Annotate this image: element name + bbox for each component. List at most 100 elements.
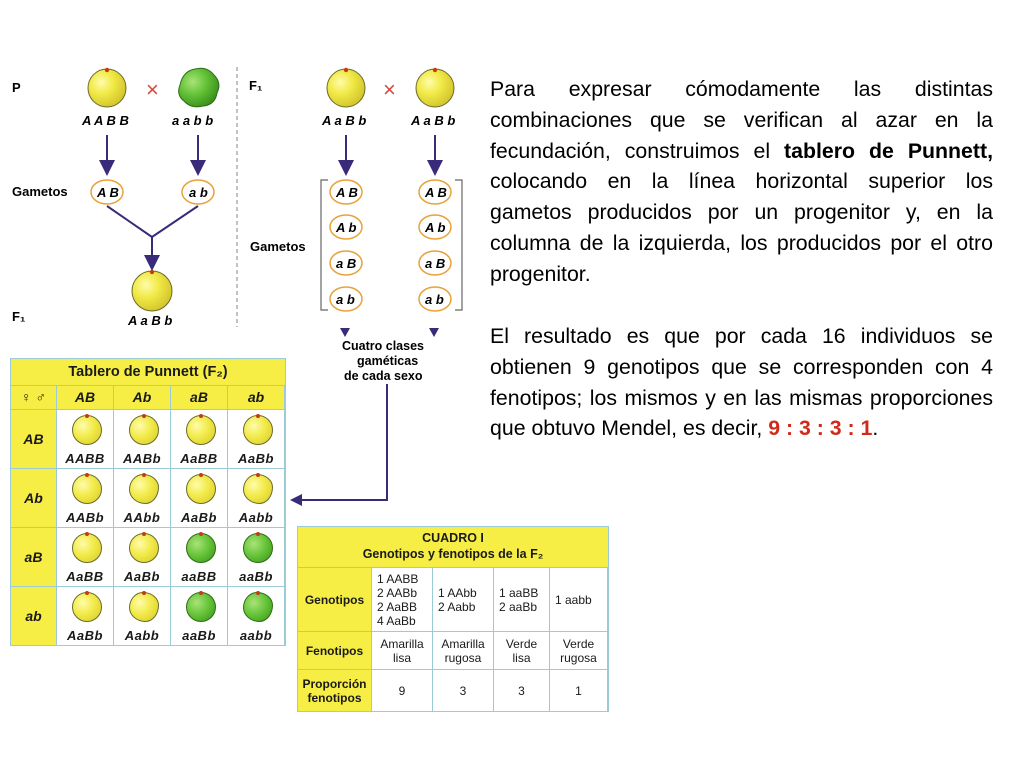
caption-line1: Cuatro clases	[342, 339, 424, 353]
pea-hilum	[142, 414, 146, 418]
result-end: .	[872, 416, 879, 441]
pea-hilum	[256, 473, 260, 477]
punnett-cell: aabb	[228, 587, 285, 646]
proportion-cell: 3	[494, 670, 550, 712]
proportion-cell: 1	[550, 670, 608, 712]
intro-paragraph: Para expresar cómodamente las distintas …	[490, 74, 993, 290]
pea-green-wrinkled	[178, 67, 220, 108]
gamete-l2: A b	[335, 220, 357, 235]
pea-hilum	[142, 532, 146, 536]
punnett-genotype: Aabb	[124, 628, 160, 643]
pea-yellow-smooth	[129, 414, 159, 445]
gamete-ab-left1	[90, 179, 124, 205]
pea-green-smooth	[186, 591, 216, 622]
cuadro-row-label: Genotipos	[298, 568, 372, 632]
punnett-genotype: Aabb	[238, 510, 274, 525]
punnett-row-header: aB	[11, 528, 57, 587]
punnett-genotype: AABb	[122, 451, 162, 466]
fusion-lines	[106, 205, 199, 263]
pea-hilum	[104, 67, 110, 73]
connector-arrow	[290, 384, 388, 506]
pea-hilum	[256, 414, 260, 418]
punnett-cell: Aabb	[228, 469, 285, 528]
pea-yellow-smooth	[129, 532, 159, 563]
pea-hilum	[199, 532, 203, 536]
gamete-l4: a b	[336, 292, 355, 307]
genotype-entry: 1 aabb	[555, 592, 592, 607]
result-paragraph: El resultado es que por cada 16 individu…	[490, 321, 993, 444]
pea-yellow-wrinkled	[129, 473, 159, 504]
gamete-ab-left2	[181, 179, 215, 205]
caption-line2: gaméticas	[357, 354, 418, 368]
punnett-cell: AABB	[57, 410, 114, 469]
punnett-genotype: AaBB	[66, 569, 104, 584]
punnett-cell: AaBB	[57, 528, 114, 587]
cuadro-title-1: CUADRO I	[422, 531, 484, 545]
punnett-row-header: ab	[11, 587, 57, 646]
pea-hilum	[85, 473, 89, 477]
cross-symbol: ×	[146, 77, 159, 102]
gamete-column-1	[329, 179, 363, 312]
punnett-genotype: AAbb	[123, 510, 161, 525]
genotype-entry: 1 AAbb	[438, 585, 477, 600]
gamete-r3: a B	[425, 256, 445, 271]
pea-hilum	[142, 473, 146, 477]
punnett-col-header: ab	[228, 386, 285, 410]
pea-yellow-smooth	[72, 591, 102, 622]
gamete-r2: A b	[424, 220, 446, 235]
pea-yellow-smooth	[186, 473, 216, 504]
gametos-label-left: Gametos	[12, 184, 68, 199]
pea-hilum	[256, 532, 260, 536]
punnett-cell: AaBb	[114, 528, 171, 587]
cross-symbol-right: ×	[383, 77, 396, 102]
pea-f1-hilum	[149, 269, 155, 275]
f1-label-left: F₁	[12, 309, 25, 324]
pea-green-smooth	[186, 532, 216, 563]
phenotype-entry: lisa	[392, 650, 411, 665]
pea-hilum	[85, 591, 89, 595]
gamete2-label: a b	[189, 185, 208, 200]
pea-f1-right1	[326, 68, 366, 108]
genotype-entry: 2 aaBb	[499, 599, 538, 614]
punnett-genotype: AaBb	[67, 628, 103, 643]
cuadro-row-label: Proporción fenotipos	[298, 670, 372, 712]
pea-yellow-smooth	[72, 473, 102, 504]
punnett-col-header: aB	[171, 386, 228, 410]
punnett-cell: AAbb	[114, 469, 171, 528]
pea-hilum	[85, 532, 89, 536]
f1-parent1-genotype: A a B b	[321, 113, 366, 128]
pea-hilum-r2	[432, 67, 438, 73]
gamete-l1: A B	[335, 185, 358, 200]
intro-text-end: colocando en la línea horizontal superio…	[490, 169, 993, 286]
genotype-entry: 2 AaBB	[377, 599, 418, 614]
punnett-genotype: aaBB	[181, 569, 217, 584]
phenotype-entry: lisa	[512, 650, 531, 665]
pea-yellow-wrinkled	[129, 591, 159, 622]
cuadro-title: CUADRO I Genotipos y fenotipos de la F₂	[298, 527, 608, 568]
pea-f1	[131, 270, 173, 312]
pea-yellow-smooth	[72, 414, 102, 445]
pea-hilum	[142, 591, 146, 595]
phenotype-entry: Verde	[505, 636, 538, 651]
pea-f1-right2	[415, 68, 455, 108]
punnett-genotype: AaBB	[180, 451, 218, 466]
cuadro-row-label: Fenotipos	[298, 632, 372, 670]
gamete-r1: A B	[424, 185, 447, 200]
punnett-title: Tablero de Punnett (F₂)	[11, 359, 285, 386]
pea-yellow-smooth	[87, 68, 127, 108]
genotype-entry: 2 Aabb	[438, 599, 476, 614]
punnett-cell: aaBb	[228, 528, 285, 587]
ratio-text: 9 : 3 : 3 : 1	[768, 416, 873, 441]
pea-hilum	[199, 414, 203, 418]
genotype-cell: 1 aabb	[550, 568, 608, 632]
punnett-row-header: AB	[11, 410, 57, 469]
caption-arrow-left	[340, 328, 350, 337]
proportion-cell: 9	[372, 670, 433, 712]
genotype-entry: 2 AABb	[377, 585, 418, 600]
punnett-genotype: AABb	[65, 510, 105, 525]
